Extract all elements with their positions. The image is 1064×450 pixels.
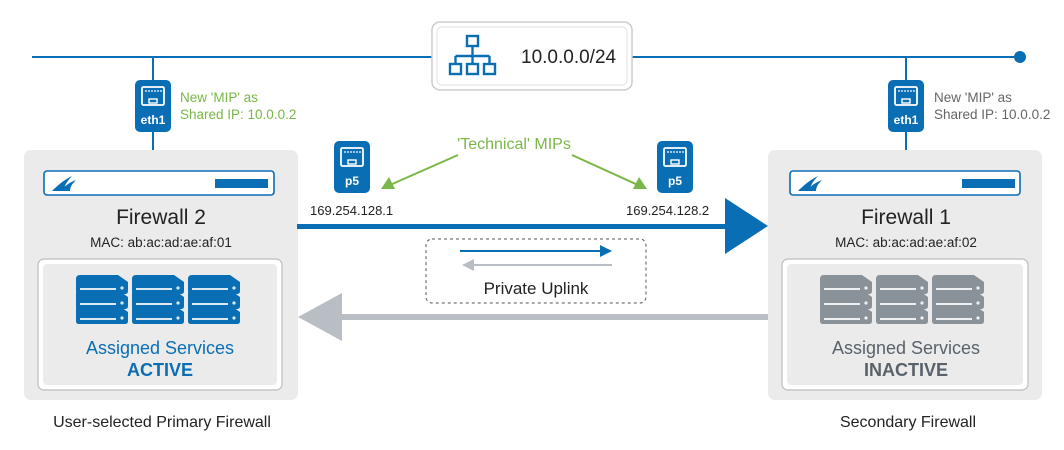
primary-firewall-name: Firewall 2 (116, 206, 206, 229)
secondary-services-server-icon (820, 275, 984, 324)
primary-p5-port-icon: p5 (333, 140, 371, 194)
standby-sync-arrow (298, 293, 768, 341)
svg-text:p5: p5 (668, 174, 682, 188)
technical-mip-arrow-right (571, 154, 647, 189)
network-topology-icon (448, 34, 497, 76)
svg-text:eth1: eth1 (141, 113, 166, 127)
secondary-appliance-icon (789, 170, 1021, 196)
secondary-services-status: INACTIVE (864, 360, 948, 380)
private-uplink-box: Private Uplink (425, 238, 647, 304)
subnet-box: 10.0.0.0/24 (431, 21, 633, 91)
technical-mip-arrow-left (381, 154, 459, 189)
primary-eth1-port-icon: eth1 (134, 79, 172, 133)
svg-text:p5: p5 (345, 174, 359, 188)
primary-mip-line1: New 'MIP' as (180, 90, 258, 105)
secondary-caption: Secondary Firewall (840, 414, 976, 431)
primary-caption: User-selected Primary Firewall (53, 414, 271, 431)
secondary-mac: MAC: ab:ac:ad:ae:af:02 (835, 235, 977, 250)
primary-technical-ip: 169.254.128.1 (310, 203, 393, 218)
secondary-services-label: Assigned Services (832, 338, 980, 358)
secondary-p5-port-icon: p5 (656, 140, 694, 194)
primary-services-server-icon (76, 275, 240, 324)
svg-text:eth1: eth1 (894, 113, 919, 127)
subnet-label: 10.0.0.0/24 (521, 47, 617, 68)
primary-appliance-icon (43, 170, 275, 196)
technical-mips-label: 'Technical' MIPs (457, 136, 571, 153)
primary-services-status: ACTIVE (127, 360, 193, 380)
secondary-mip-line1: New 'MIP' as (934, 90, 1012, 105)
secondary-firewall-name: Firewall 1 (861, 206, 951, 229)
primary-mac: MAC: ab:ac:ad:ae:af:01 (90, 235, 232, 250)
active-sync-arrow (297, 198, 768, 254)
private-uplink-label: Private Uplink (484, 279, 589, 298)
secondary-mip-line2: Shared IP: 10.0.0.2 (934, 107, 1050, 122)
secondary-eth1-port-icon: eth1 (887, 79, 925, 133)
secondary-firewall-panel: Firewall 1 MAC: ab:ac:ad:ae:af:02 Assign… (768, 150, 1042, 400)
secondary-technical-ip: 169.254.128.2 (626, 203, 709, 218)
network-line-endpoint (1014, 51, 1026, 63)
primary-firewall-panel: Firewall 2 MAC: ab:ac:ad:ae:af:01 Assign… (24, 150, 298, 400)
primary-mip-line2: Shared IP: 10.0.0.2 (180, 107, 296, 122)
primary-services-label: Assigned Services (86, 338, 234, 358)
